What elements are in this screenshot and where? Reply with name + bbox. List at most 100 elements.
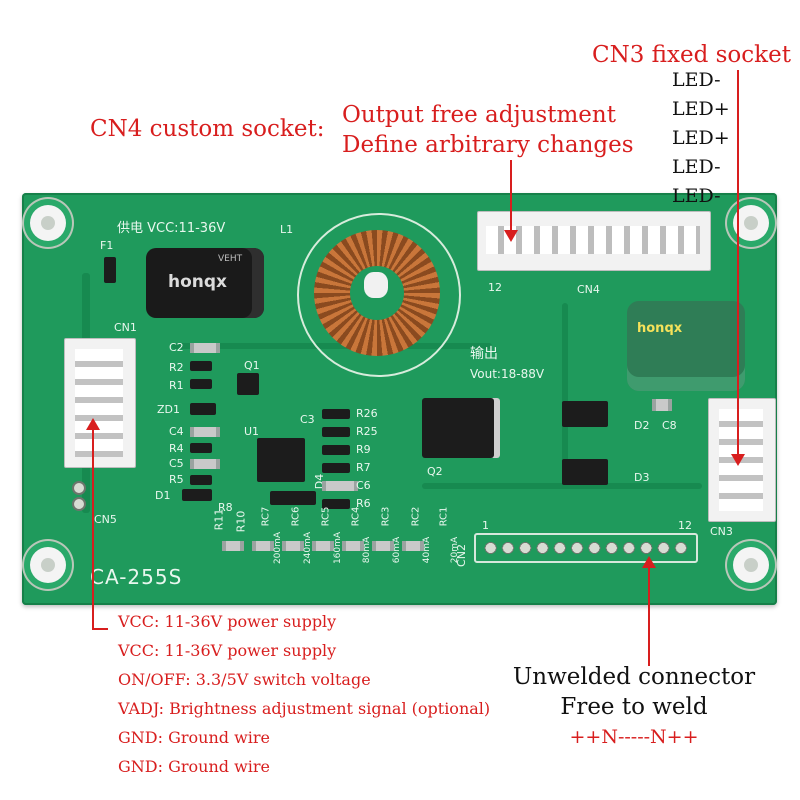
smd-part bbox=[652, 399, 672, 411]
model-label: CA-255S bbox=[90, 565, 183, 589]
unwelded-subtitle: Free to weld bbox=[560, 694, 708, 720]
cn1-pin-2: VCC: 11-36V power supply bbox=[118, 641, 337, 660]
mosfet-q2 bbox=[422, 398, 494, 458]
silk-rc3-ma: 60mA bbox=[392, 536, 403, 564]
silk-r9: R9 bbox=[356, 443, 371, 456]
cn5-pad bbox=[72, 497, 86, 511]
silk-rc1: RC1 bbox=[438, 506, 450, 527]
mounting-hole bbox=[733, 205, 769, 241]
silk-r4: R4 bbox=[169, 442, 184, 455]
silk-cn2-pin1: 1 bbox=[482, 519, 489, 532]
cn3-pin-list: LED- LED+ LED+ LED- LED- bbox=[672, 66, 730, 211]
silk-r26: R26 bbox=[356, 407, 378, 420]
unwelded-block: Unwelded connector Free to weld ++N-----… bbox=[496, 662, 772, 752]
silk-r6: R6 bbox=[356, 497, 371, 510]
silk-q1: Q1 bbox=[244, 359, 260, 372]
cn4-arrow bbox=[510, 160, 512, 232]
pcb-trace bbox=[422, 483, 702, 489]
silk-d3: D3 bbox=[634, 471, 650, 484]
cn2-arrow bbox=[648, 568, 650, 666]
cn1-pin-1: VCC: 11-36V power supply bbox=[118, 612, 337, 631]
smd-part bbox=[190, 379, 212, 389]
smd-part bbox=[322, 463, 350, 473]
silk-r11: R11 bbox=[212, 508, 226, 531]
cn3-arrow-head bbox=[731, 454, 745, 466]
cn3-pin-5: LED- bbox=[672, 185, 721, 207]
supply-label: 供电 VCC:11-36V bbox=[117, 221, 226, 236]
cn1-pin-list: VCC: 11-36V power supply VCC: 11-36V pow… bbox=[118, 607, 490, 781]
silk-rc7-ma: 200mA bbox=[273, 531, 284, 565]
toroidal-inductor bbox=[314, 230, 440, 356]
silk-r7: R7 bbox=[356, 461, 371, 474]
silk-c4: C4 bbox=[169, 425, 184, 438]
silk-l1: L1 bbox=[280, 223, 294, 236]
cn2-arrow-head bbox=[642, 556, 656, 568]
smd-part bbox=[190, 361, 212, 371]
silk-cn5: CN5 bbox=[94, 513, 117, 526]
transistor-q1 bbox=[237, 373, 259, 395]
silk-d2: D2 bbox=[634, 419, 650, 432]
cn3-pin-2: LED+ bbox=[672, 98, 730, 120]
pcb-trace bbox=[562, 303, 568, 483]
silk-d1: D1 bbox=[155, 489, 171, 502]
output-label: 输出 bbox=[470, 346, 498, 362]
cn1-arrow bbox=[92, 430, 94, 630]
smd-part bbox=[182, 489, 212, 501]
silk-r1: R1 bbox=[169, 379, 184, 392]
smd-part bbox=[190, 459, 220, 469]
silk-cn4: CN4 bbox=[577, 283, 600, 296]
silk-rc2-ma: 40mA bbox=[422, 536, 433, 564]
cn1-pin-4: VADJ: Brightness adjustment signal (opti… bbox=[118, 699, 491, 718]
cn3-pin-4: LED- bbox=[672, 156, 721, 178]
smd-part bbox=[322, 409, 350, 419]
cn1-pin-6: GND: Ground wire bbox=[118, 757, 271, 776]
cn3-pin-1: LED- bbox=[672, 69, 721, 91]
unwelded-pattern: ++N-----N++ bbox=[569, 726, 699, 748]
silk-c3: C3 bbox=[300, 413, 315, 426]
cn4-title: CN4 custom socket: bbox=[90, 116, 325, 142]
smd-part bbox=[322, 427, 350, 437]
silk-rc6: RC6 bbox=[290, 506, 302, 527]
silk-r8: R8 bbox=[218, 501, 233, 514]
smd-part bbox=[190, 475, 212, 485]
smd-part bbox=[190, 443, 212, 453]
smd-part bbox=[190, 343, 220, 353]
cn1-pin-5: GND: Ground wire bbox=[118, 728, 271, 747]
silk-cn2-pin12: 12 bbox=[678, 519, 692, 532]
silk-r25: R25 bbox=[356, 425, 378, 438]
output-capacitor: honqx bbox=[627, 301, 745, 391]
cn2-footprint bbox=[474, 533, 698, 563]
silk-rc7: RC7 bbox=[260, 506, 272, 527]
silk-rc4-ma: 80mA bbox=[362, 536, 373, 564]
cn1-pin-3: ON/OFF: 3.3/5V switch voltage bbox=[118, 670, 371, 689]
unwelded-title: Unwelded connector bbox=[512, 664, 756, 690]
silk-rc5-ma: 160mA bbox=[333, 531, 344, 565]
fuse bbox=[104, 257, 116, 283]
cn1-arrow-tail bbox=[92, 628, 108, 630]
silk-rc2: RC2 bbox=[410, 506, 422, 527]
vout-label: Vout:18-88V bbox=[470, 367, 545, 381]
silk-u1: U1 bbox=[244, 425, 260, 438]
mounting-hole bbox=[30, 547, 66, 583]
diode-d2 bbox=[562, 401, 608, 427]
smd-part bbox=[190, 427, 220, 437]
cn4-desc-2: Define arbitrary changes bbox=[342, 132, 634, 158]
cn4-connector bbox=[477, 211, 711, 271]
cn3-pin-3: LED+ bbox=[672, 127, 730, 149]
mounting-hole bbox=[733, 547, 769, 583]
cn4-desc-1: Output free adjustment bbox=[342, 102, 616, 128]
input-capacitor: honqx VEHT bbox=[146, 248, 264, 318]
smd-part bbox=[322, 499, 350, 509]
silk-rc1-ma: 20mA bbox=[450, 536, 461, 564]
smd-part bbox=[322, 481, 358, 491]
silk-c2: C2 bbox=[169, 341, 184, 354]
ic-u1 bbox=[257, 438, 305, 482]
cn3-arrow bbox=[737, 70, 739, 456]
silk-cn1: CN1 bbox=[114, 321, 137, 334]
silk-c6: C6 bbox=[356, 479, 371, 492]
inductor-outline bbox=[297, 213, 461, 377]
silk-rc6-ma: 240mA bbox=[303, 531, 314, 565]
pcb-board: 供电 VCC:11-36V F1 L1 honqx VEHT 输出 Vout:1… bbox=[22, 193, 777, 605]
smd-part bbox=[190, 403, 216, 415]
silk-zd1: ZD1 bbox=[157, 403, 181, 416]
